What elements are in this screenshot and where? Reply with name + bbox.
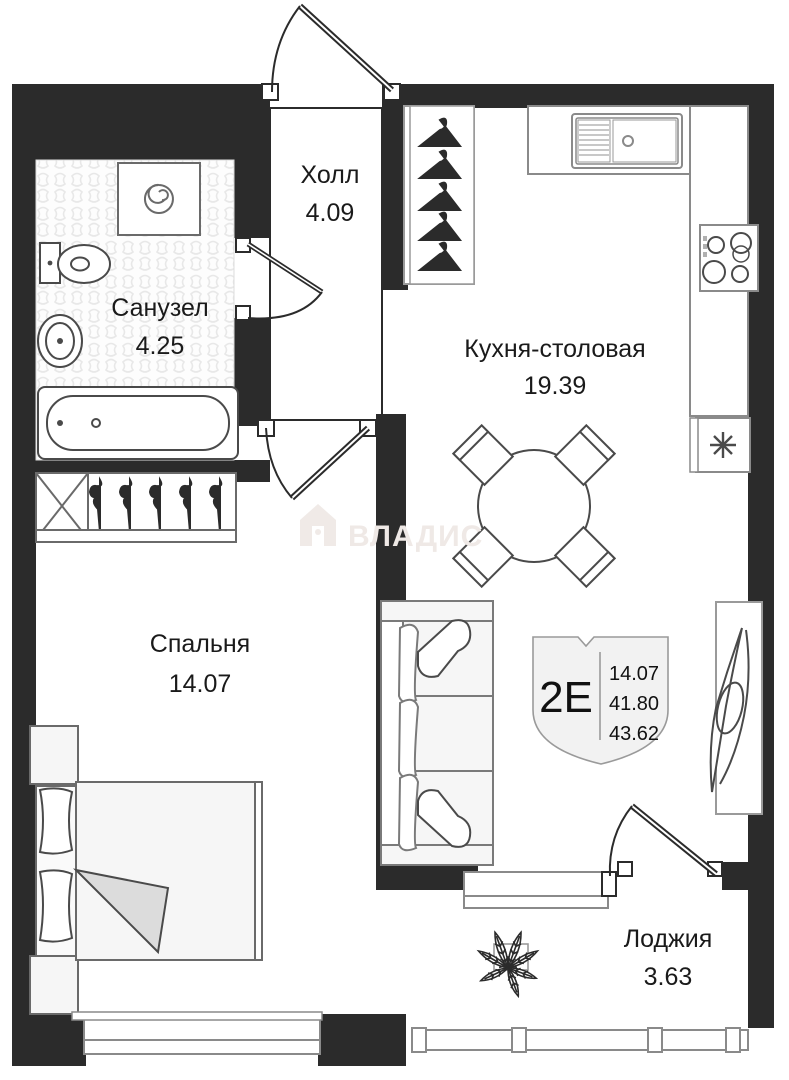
window — [71, 1011, 323, 1055]
room-kitchen — [380, 105, 763, 866]
room-outlines — [269, 107, 383, 421]
room-hall — [261, 3, 401, 101]
nightstand — [29, 725, 79, 1015]
bedroom-door[interactable] — [257, 419, 377, 501]
boiler-cabinet — [689, 417, 751, 473]
room-labels: Холл 4.09 Санузел 4.25 Кухня-столовая 19… — [111, 161, 712, 991]
room-label-bedroom-area: 14.07 — [169, 670, 232, 698]
room-label-bedroom-name: Спальня — [150, 630, 250, 658]
plant — [476, 930, 540, 999]
room-label-hall-area: 4.09 — [306, 199, 355, 227]
room-label-loggia-name: Лоджия — [624, 925, 713, 953]
room-label-bath-name: Санузел — [111, 294, 208, 322]
toilet — [39, 242, 111, 284]
washbasin — [37, 314, 83, 368]
badge-area-total: 43.62 — [609, 723, 659, 745]
wardrobe-hall — [403, 105, 475, 285]
house-icon — [300, 504, 336, 546]
sofa — [380, 600, 494, 866]
room-label-loggia-area: 3.63 — [644, 963, 693, 991]
bed — [35, 781, 263, 961]
room-loggia — [411, 803, 749, 1053]
watermark-text: ВЛАДИС — [348, 520, 483, 553]
room-label-kitchen-name: Кухня-столовая — [464, 335, 645, 363]
room-label-kitchen-area: 19.39 — [524, 372, 587, 400]
dining-table — [477, 449, 591, 563]
loggia-door[interactable] — [608, 803, 723, 877]
window — [463, 871, 617, 909]
wardrobe-bedroom — [35, 472, 237, 543]
dining-chair — [451, 423, 617, 589]
entry-door[interactable] — [261, 3, 401, 101]
cushion — [417, 619, 472, 848]
watermark: ВЛАДИС — [300, 504, 483, 553]
window — [411, 1027, 749, 1053]
pillow — [38, 787, 74, 943]
kitchen-sink — [571, 113, 683, 169]
room-label-hall-name: Холл — [301, 161, 360, 189]
badge-area-room: 14.07 — [609, 663, 659, 685]
bathtub — [37, 386, 239, 460]
badge-area-living: 41.80 — [609, 693, 659, 715]
badge-code: 2E — [539, 673, 593, 722]
room-label-bath-area: 4.25 — [136, 332, 185, 360]
curtain — [709, 601, 763, 815]
bathroom-door[interactable] — [235, 237, 324, 321]
apartment-badge[interactable]: 2E 14.07 41.80 43.62 — [532, 636, 669, 765]
cooktop — [699, 224, 759, 292]
washing-machine — [117, 162, 201, 236]
room-bedroom — [29, 419, 377, 1055]
room-bathroom — [35, 159, 324, 461]
